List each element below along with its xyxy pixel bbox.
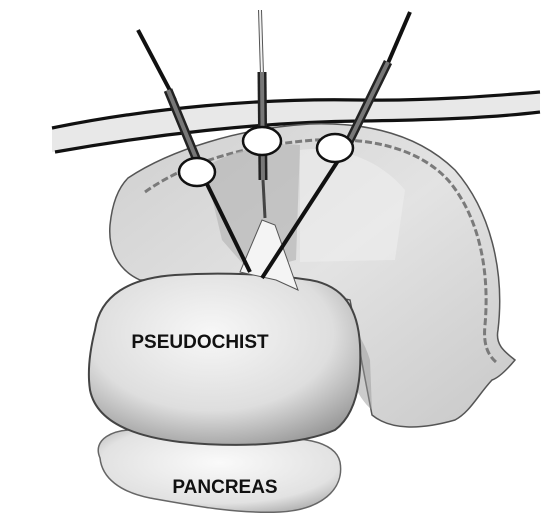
right-port-ring [317, 134, 353, 162]
pancreas-label: PANCREAS [172, 477, 277, 498]
pseudocyst: PSEUDOCHIST [89, 274, 361, 445]
pseudocyst-label: PSEUDOCHIST [131, 332, 269, 353]
left-port-ring [179, 158, 215, 186]
center-port-ring [243, 127, 281, 155]
